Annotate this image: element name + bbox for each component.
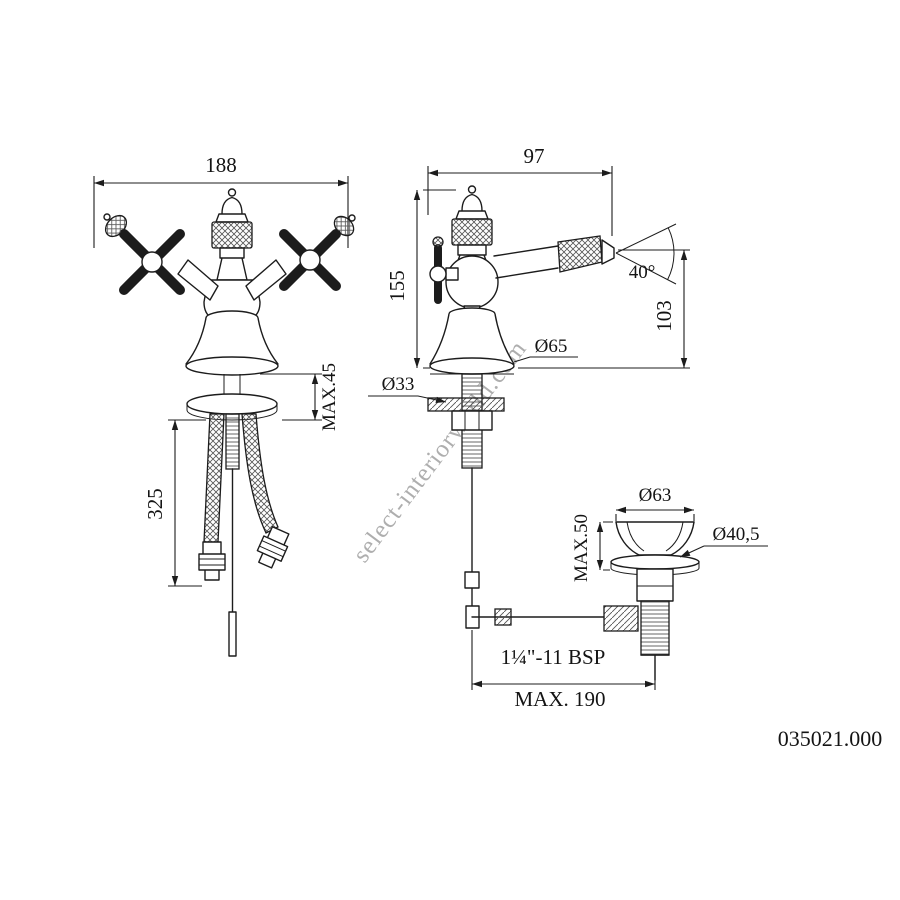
front-faucet-body bbox=[103, 188, 356, 657]
spout-tip bbox=[601, 239, 615, 265]
front-side-arms bbox=[177, 259, 287, 301]
side-skirt-bell bbox=[429, 313, 515, 365]
dim-max50-label: MAX.50 bbox=[571, 514, 592, 582]
front-escutcheon bbox=[186, 393, 278, 415]
drain-body bbox=[636, 568, 674, 602]
dim-325-label: 325 bbox=[143, 488, 167, 520]
side-aerator-head bbox=[451, 218, 493, 246]
right-hose-fitting-group bbox=[256, 525, 290, 569]
front-collar-neck bbox=[216, 247, 248, 281]
dim-o63-label: Ø63 bbox=[639, 485, 672, 506]
right-hose-fitting bbox=[256, 525, 290, 569]
mounting-nut bbox=[451, 410, 493, 431]
left-handle-cap-ball bbox=[103, 213, 111, 221]
dim-155-extension-lines bbox=[423, 189, 456, 369]
dim-188-label: 188 bbox=[205, 153, 237, 177]
side-base-flange bbox=[429, 357, 515, 375]
dim-deck-max45: MAX.45 bbox=[260, 363, 340, 431]
o65-leader bbox=[513, 356, 578, 363]
dim-hose-325: 325 bbox=[143, 419, 206, 587]
popup-rod-clamp bbox=[464, 571, 480, 589]
front-finial bbox=[215, 196, 249, 223]
drain-tailpiece bbox=[640, 600, 670, 656]
spout-tube bbox=[493, 245, 559, 279]
right-handle-hub bbox=[299, 249, 321, 271]
right-fitting-facets bbox=[259, 540, 286, 558]
o33-leader bbox=[368, 395, 447, 404]
horseshoe-plate bbox=[427, 397, 505, 412]
side-handle-hub bbox=[429, 265, 447, 283]
mounting-nut-facets bbox=[464, 411, 480, 430]
dim-flange-o63: Ø63 bbox=[615, 485, 695, 521]
spray-fan bbox=[615, 223, 677, 285]
front-threaded-stud bbox=[225, 413, 240, 470]
front-right-handle bbox=[279, 214, 356, 291]
side-view: 97 bbox=[368, 144, 690, 711]
label-hole-diameter: Ø33 bbox=[368, 374, 447, 404]
drain-ball-nut bbox=[603, 605, 639, 632]
o405-leader bbox=[679, 545, 705, 558]
dim-max45-label: MAX.45 bbox=[319, 363, 340, 431]
dim-97-label: 97 bbox=[524, 144, 545, 168]
o405-label: Ø40,5 bbox=[713, 524, 760, 545]
dim-drain-max50: MAX.50 bbox=[571, 514, 613, 582]
front-base-flange bbox=[185, 356, 279, 376]
part-number: 035021.000 bbox=[778, 726, 883, 751]
flange-outer-profile bbox=[615, 521, 695, 556]
spray-angle-label: 40° bbox=[629, 262, 656, 283]
left-handle-hub bbox=[141, 251, 163, 273]
right-handle-cap-ball bbox=[348, 214, 356, 222]
left-fitting-facets bbox=[199, 558, 225, 566]
side-finial bbox=[455, 193, 489, 220]
front-hoses bbox=[198, 413, 290, 581]
dim-max190-label: MAX. 190 bbox=[514, 687, 605, 711]
left-handle-cap bbox=[104, 214, 128, 238]
front-aerator-head bbox=[211, 221, 253, 249]
drain-bottom bbox=[640, 654, 670, 681]
label-drain-diameter: Ø40,5 bbox=[679, 524, 768, 558]
drain-assembly: Ø63 MAX.50 Ø40,5 bbox=[571, 485, 768, 681]
side-finial-ball bbox=[467, 185, 477, 194]
label-base-diameter: Ø65 bbox=[513, 336, 578, 363]
front-rod-paddle bbox=[228, 611, 237, 657]
side-valve-body bbox=[445, 255, 499, 309]
front-left-handle bbox=[103, 213, 185, 295]
dim-103-extension-lines bbox=[518, 249, 690, 369]
front-view: 188 bbox=[93, 153, 356, 657]
dim-height-155: 155 bbox=[385, 189, 456, 369]
dim-103-label: 103 bbox=[652, 300, 676, 332]
dim-o63-extension-lines bbox=[615, 514, 695, 521]
rod-coupling bbox=[494, 608, 512, 626]
dim-max50-extension-lines bbox=[603, 521, 613, 571]
side-handle-connector bbox=[445, 267, 459, 281]
dim-max45-extension-lines bbox=[260, 373, 322, 421]
spout-aerator bbox=[557, 235, 603, 273]
right-hose bbox=[241, 413, 279, 534]
spray-fan-arc bbox=[667, 227, 675, 280]
thread-spec-label: 1¼"-11 BSP bbox=[501, 645, 606, 669]
o33-label: Ø33 bbox=[382, 374, 415, 395]
side-faucet-body bbox=[427, 185, 677, 629]
left-hose bbox=[203, 413, 225, 543]
flange-inner-profile bbox=[626, 521, 684, 552]
side-handle-cap bbox=[432, 236, 444, 248]
front-finial-ball bbox=[227, 188, 237, 197]
spray-fan-lines bbox=[615, 223, 677, 285]
dim-width-188: 188 bbox=[93, 153, 349, 248]
dim-outlet-103: 103 bbox=[518, 249, 690, 369]
drain-washer bbox=[610, 554, 700, 570]
dim-155-label: 155 bbox=[385, 270, 409, 302]
o65-label: Ø65 bbox=[535, 336, 568, 357]
dim-rod-max190: MAX. 190 bbox=[471, 630, 656, 711]
left-hose-fitting bbox=[198, 541, 226, 581]
